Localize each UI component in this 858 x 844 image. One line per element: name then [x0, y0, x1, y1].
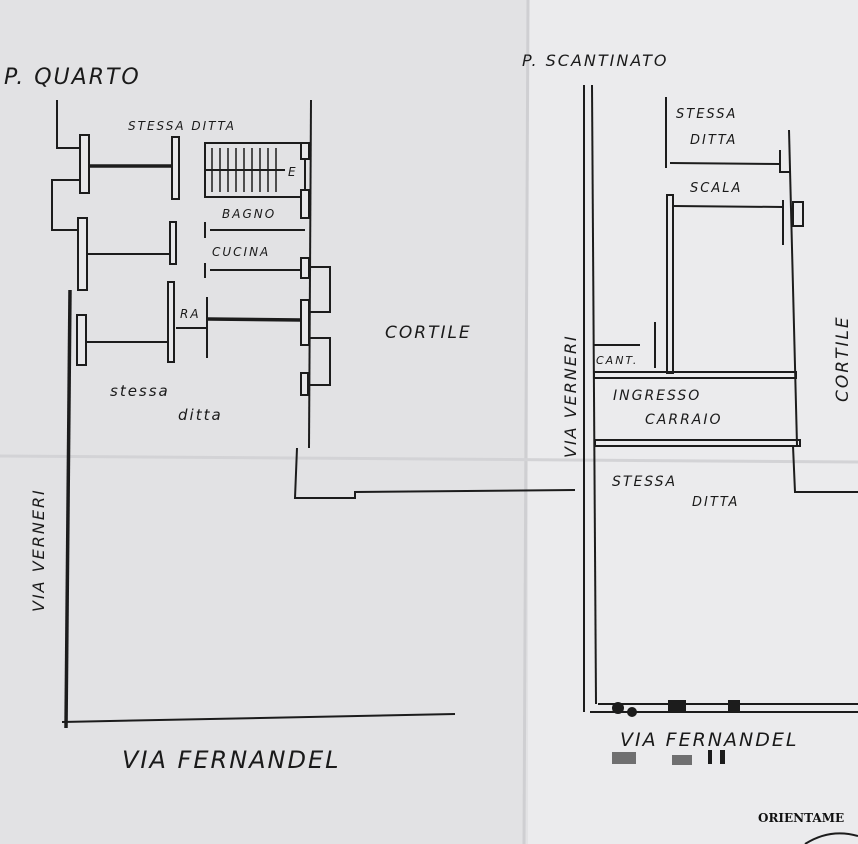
label-cortile-left: CORTILE [385, 323, 472, 343]
label-carraio: CARRAIO [645, 412, 723, 428]
label-cucina: CUCINA [212, 245, 270, 259]
label-ditta-bottom: ditta [178, 406, 223, 424]
label-ra: RA [180, 307, 201, 321]
label-via-verneri-right: VIA VERNERI [561, 334, 580, 458]
label-via-fernandel-right: VIA FERNANDEL [620, 729, 798, 751]
label-ingresso: INGRESSO [613, 388, 701, 404]
label-via-fernandel-left: VIA FERNANDEL [122, 746, 341, 774]
label-stessa-bottom: stessa [110, 382, 170, 400]
label-ditta-bottom-right: DITTA [692, 495, 739, 510]
label-stessa-top-right: STESSA [676, 107, 737, 122]
fold-vertical [522, 0, 530, 844]
left-plan-drawing [51, 99, 576, 729]
label-orientamento: ORIENTAME [758, 811, 844, 825]
label-stair-mark: E [288, 165, 298, 179]
label-stessa-bottom-right: STESSA [612, 474, 677, 490]
label-via-verneri-left: VIA VERNERI [29, 488, 48, 612]
label-scala: SCALA [690, 181, 742, 196]
floor-label-scantinato: P. SCANTINATO [522, 51, 668, 70]
label-cant: CANT. [596, 354, 638, 367]
label-stessa-ditta-top: STESSA DITTA [128, 119, 236, 133]
fold-horizontal [0, 454, 858, 464]
label-ditta-top-right: DITTA [690, 133, 737, 148]
label-bagno: BAGNO [222, 207, 276, 221]
right-plan-drawing [583, 84, 858, 765]
orientation-compass-arc [804, 832, 858, 844]
floor-label-quarto: P. QUARTO [4, 65, 141, 90]
label-cortile-right: CORTILE [833, 315, 853, 402]
